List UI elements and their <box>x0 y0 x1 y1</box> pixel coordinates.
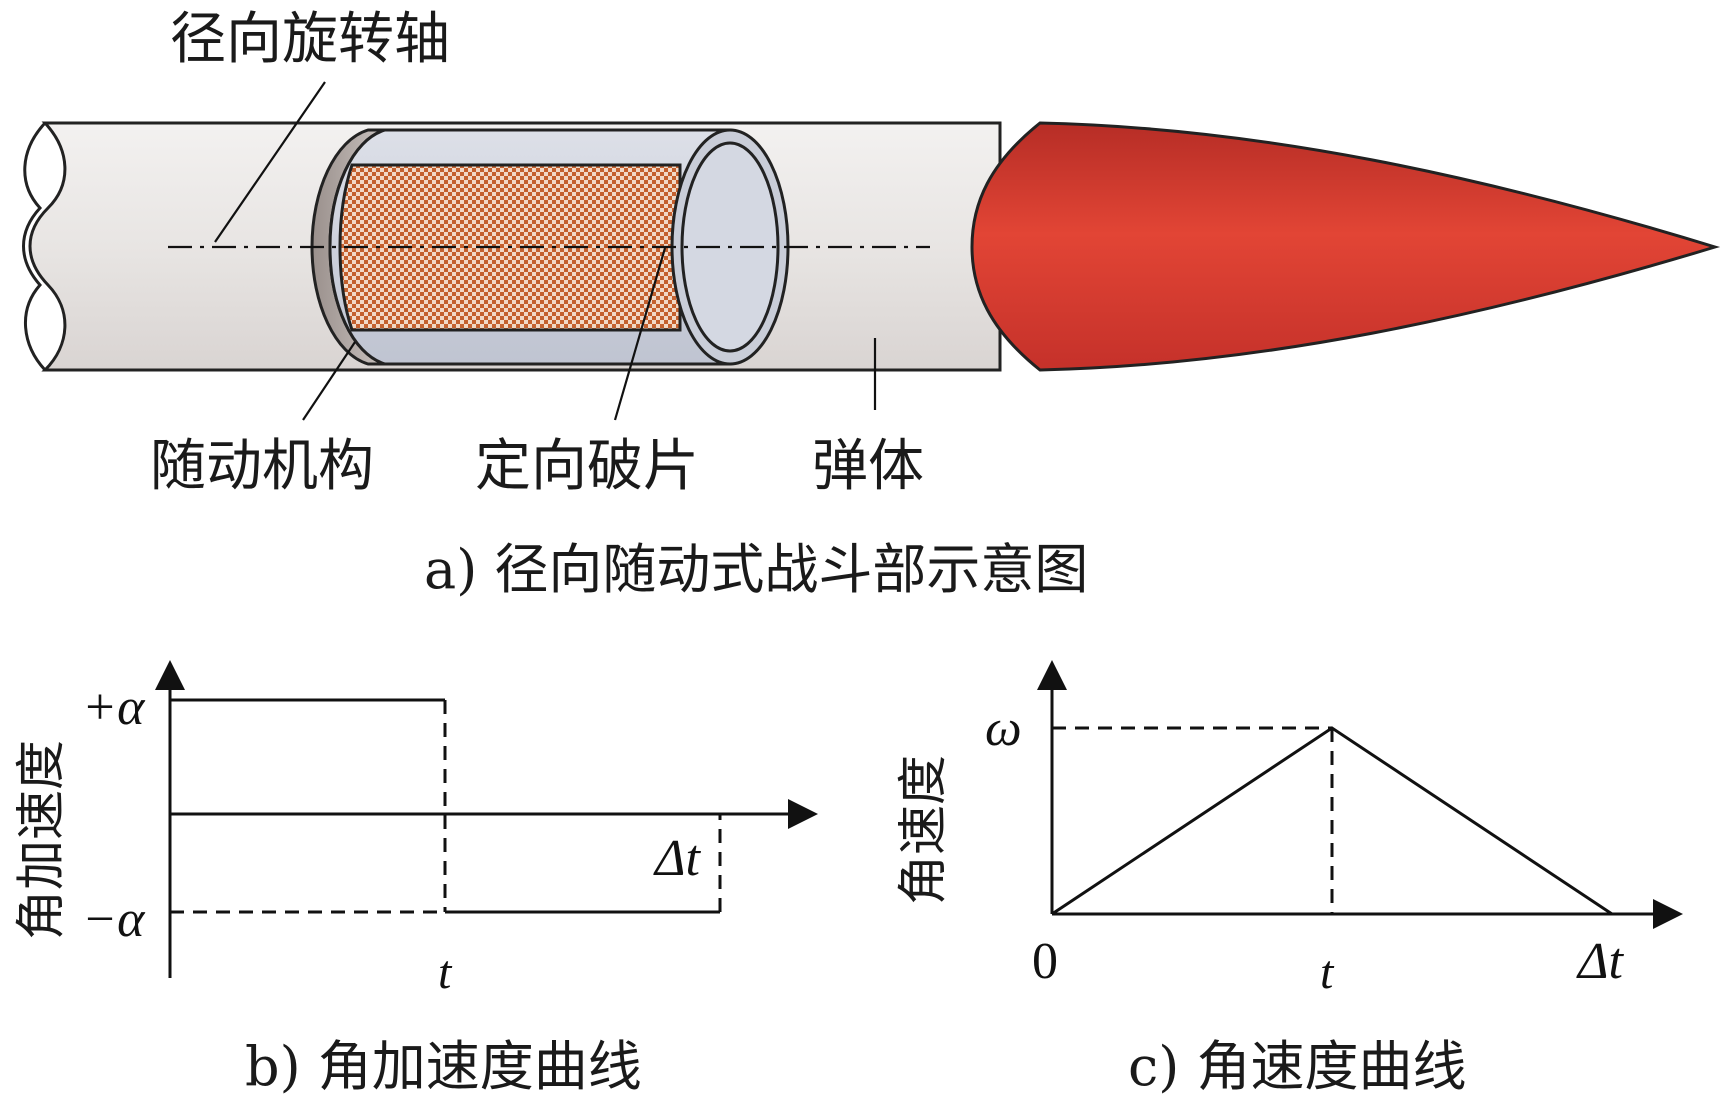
c-tick-omega: ω <box>985 700 1022 757</box>
warhead-nose <box>970 121 1721 372</box>
label-servo-mechanism: 随动机构 <box>150 434 374 499</box>
panel-c: 角速度 ω 0 t Δt c) 角速度曲线 <box>894 660 1683 1098</box>
tube-break-edge <box>22 121 47 372</box>
b-plot-area <box>170 698 722 914</box>
caption-b: b) 角加速度曲线 <box>245 1035 642 1098</box>
c-tick-dt: Δt <box>1576 933 1625 990</box>
b-ylabel: 角加速度 <box>12 740 70 940</box>
label-radial-axis: 径向旋转轴 <box>170 7 450 72</box>
b-tick-plus-alpha: +α <box>82 679 146 736</box>
caption-c: c) 角速度曲线 <box>1128 1035 1466 1098</box>
c-plot-area <box>1051 726 1613 916</box>
label-directional-fragment: 定向破片 <box>475 434 699 499</box>
c-tick-zero: 0 <box>1032 933 1058 990</box>
label-projectile-body: 弹体 <box>812 434 924 499</box>
b-tick-dt: Δt <box>653 830 702 887</box>
panel-b: 角加速度 +α −α t Δt b) 角加速度曲线 <box>12 660 818 1098</box>
b-tick-minus-alpha: −α <box>82 891 146 948</box>
c-ylabel: 角速度 <box>894 755 952 905</box>
leader-axis <box>214 81 326 243</box>
leader-fragment <box>613 247 667 421</box>
caption-a: a) 径向随动式战斗部示意图 <box>424 538 1088 601</box>
panel-a: 径向旋转轴 随动机构 定向破片 弹体 a) 径向随动式战斗部示意图 <box>22 7 1721 601</box>
b-tick-t: t <box>438 946 453 999</box>
c-tick-t: t <box>1320 946 1335 999</box>
leader-servo <box>302 341 356 421</box>
